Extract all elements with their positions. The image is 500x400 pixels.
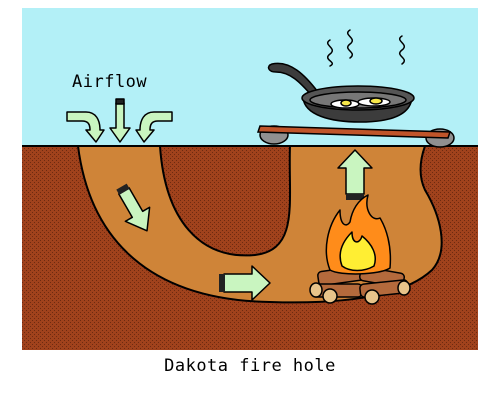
intake-arrow (116, 183, 151, 232)
airflow-arrows (66, 98, 173, 143)
pan-handle (267, 62, 320, 97)
arrow-cap (115, 98, 125, 105)
curved-arrow-icon (66, 111, 105, 143)
egg-yolk (340, 99, 352, 107)
diagram-caption: Dakota fire hole (164, 356, 336, 376)
pan-support-rod (256, 125, 452, 139)
flame-icon (325, 194, 392, 275)
curved-arrow-icon (135, 111, 173, 143)
exhaust-arrow (337, 149, 373, 200)
pan-icon (267, 62, 415, 123)
tunnel-arrow (219, 265, 271, 301)
airflow-label: Airflow (72, 72, 148, 92)
egg-yolk (369, 97, 383, 105)
down-arrow-icon (109, 102, 131, 143)
down-arrow-icon (118, 187, 151, 232)
steam-icon (327, 29, 405, 67)
right-arrow-icon (223, 265, 271, 301)
up-arrow-icon (337, 149, 373, 195)
